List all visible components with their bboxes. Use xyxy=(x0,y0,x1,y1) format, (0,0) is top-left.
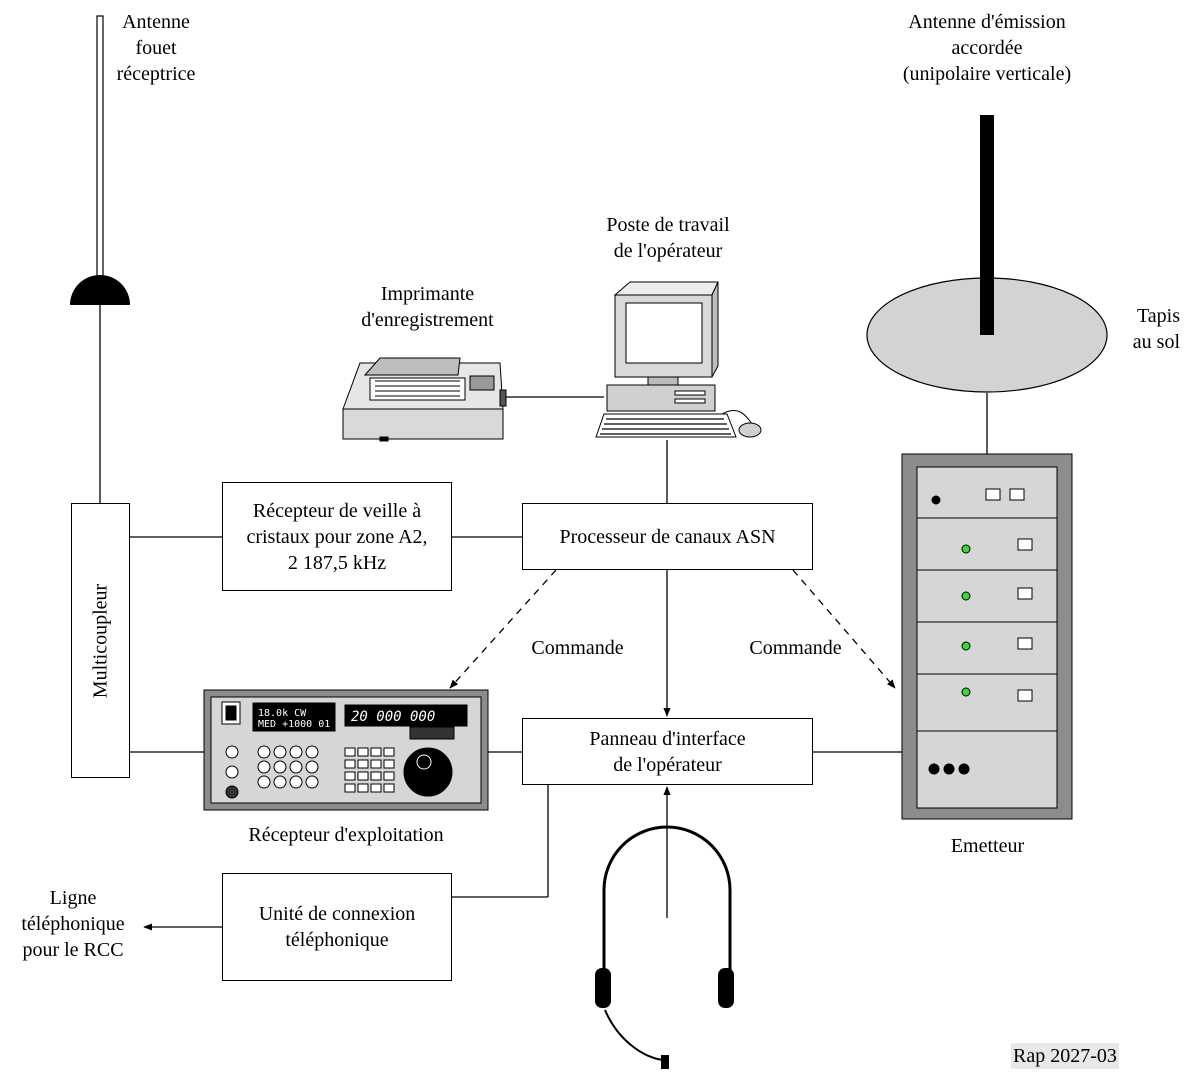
multicoupler-label: Multicoupleur xyxy=(89,583,111,698)
receiver-display-line2: MED +1000 01 xyxy=(258,719,330,730)
printer-icon xyxy=(342,357,507,442)
receiver-display-line1: 18.0k CW xyxy=(258,708,307,719)
computer-icon xyxy=(595,281,762,438)
headset-icon xyxy=(595,825,734,1069)
receiver-icon xyxy=(203,689,489,811)
receiver-frequency-display: 20 000 000 xyxy=(351,709,435,725)
transmitter-rack-icon xyxy=(901,453,1073,820)
operating-receiver-label: Récepteur d'exploitation xyxy=(248,824,444,846)
transmitter-label: Emetteur xyxy=(950,835,1025,857)
control-arrows xyxy=(143,569,896,931)
command-left-label: Commande xyxy=(531,637,624,659)
command-right-label: Commande xyxy=(749,637,842,659)
figure-reference: Rap 2027-03 xyxy=(1011,1043,1119,1069)
vertical-antenna-icon xyxy=(980,115,994,335)
channel-processor-box: Processeur de canaux ASN xyxy=(522,503,813,570)
whip-antenna-icon xyxy=(70,15,130,305)
multicoupler-box: Multicoupleur xyxy=(71,503,130,778)
